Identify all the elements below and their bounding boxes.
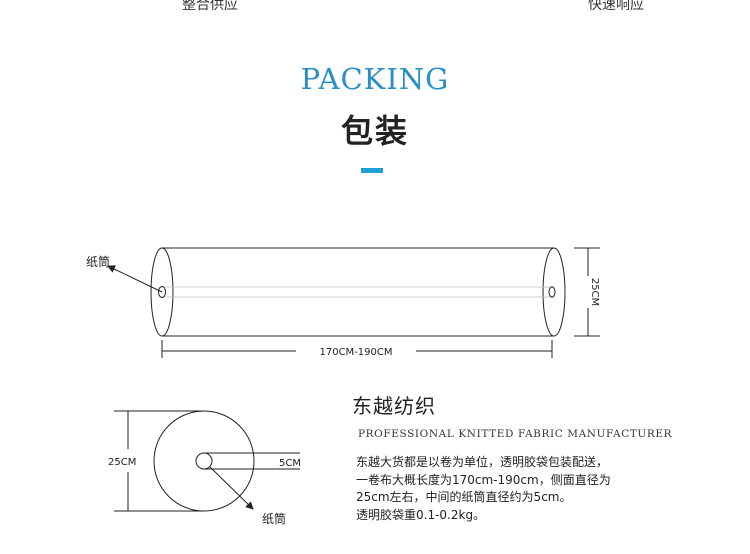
roll-diameter-label: 25CM — [589, 278, 600, 306]
fabric-roll-drawing — [150, 247, 566, 337]
company-name: 东越纺织 — [352, 394, 436, 418]
roll-core-label: 纸筒 — [86, 254, 110, 269]
section-title-english: PACKING — [300, 62, 450, 96]
roll-right-end — [542, 247, 566, 337]
company-tagline: PROFESSIONAL KNITTED FABRIC MANUFACTURER — [358, 428, 673, 440]
packing-description: 东越大货都是以卷为单位，透明胶袋包装配送， 一卷布大概长度为170cm-190c… — [356, 454, 686, 524]
cross-section-core-label: 5CM — [279, 458, 301, 469]
description-line: 25cm左右，中间的纸筒直径约为5cm。 — [356, 490, 572, 505]
roll-length-dimension — [161, 340, 553, 358]
description-line: 一卷布大概长度为170cm-190cm，侧面直径为 — [356, 472, 611, 487]
description-line: 透明胶袋重0.1-0.2kg。 — [356, 507, 486, 522]
cross-section-diameter-label: 25CM — [108, 457, 136, 468]
roll-length-label: 170CM-190CM — [319, 347, 392, 358]
title-accent-bar — [361, 168, 383, 173]
roll-diameter-dimension — [574, 247, 600, 337]
cross-section-diameter-dimension — [114, 410, 204, 512]
roll-core-pointer — [107, 265, 163, 293]
section-title-chinese: 包装 — [340, 112, 409, 150]
description-line: 东越大货都是以卷为单位，透明胶袋包装配送， — [356, 455, 609, 469]
section-tube-label: 纸筒 — [262, 511, 286, 526]
top-left-caption: 整合供应 — [182, 0, 238, 13]
cross-section-core-circle — [195, 452, 213, 470]
core-hole-right — [548, 286, 556, 298]
top-right-caption: 快速响应 — [588, 0, 644, 13]
section-tube-pointer — [209, 466, 254, 510]
